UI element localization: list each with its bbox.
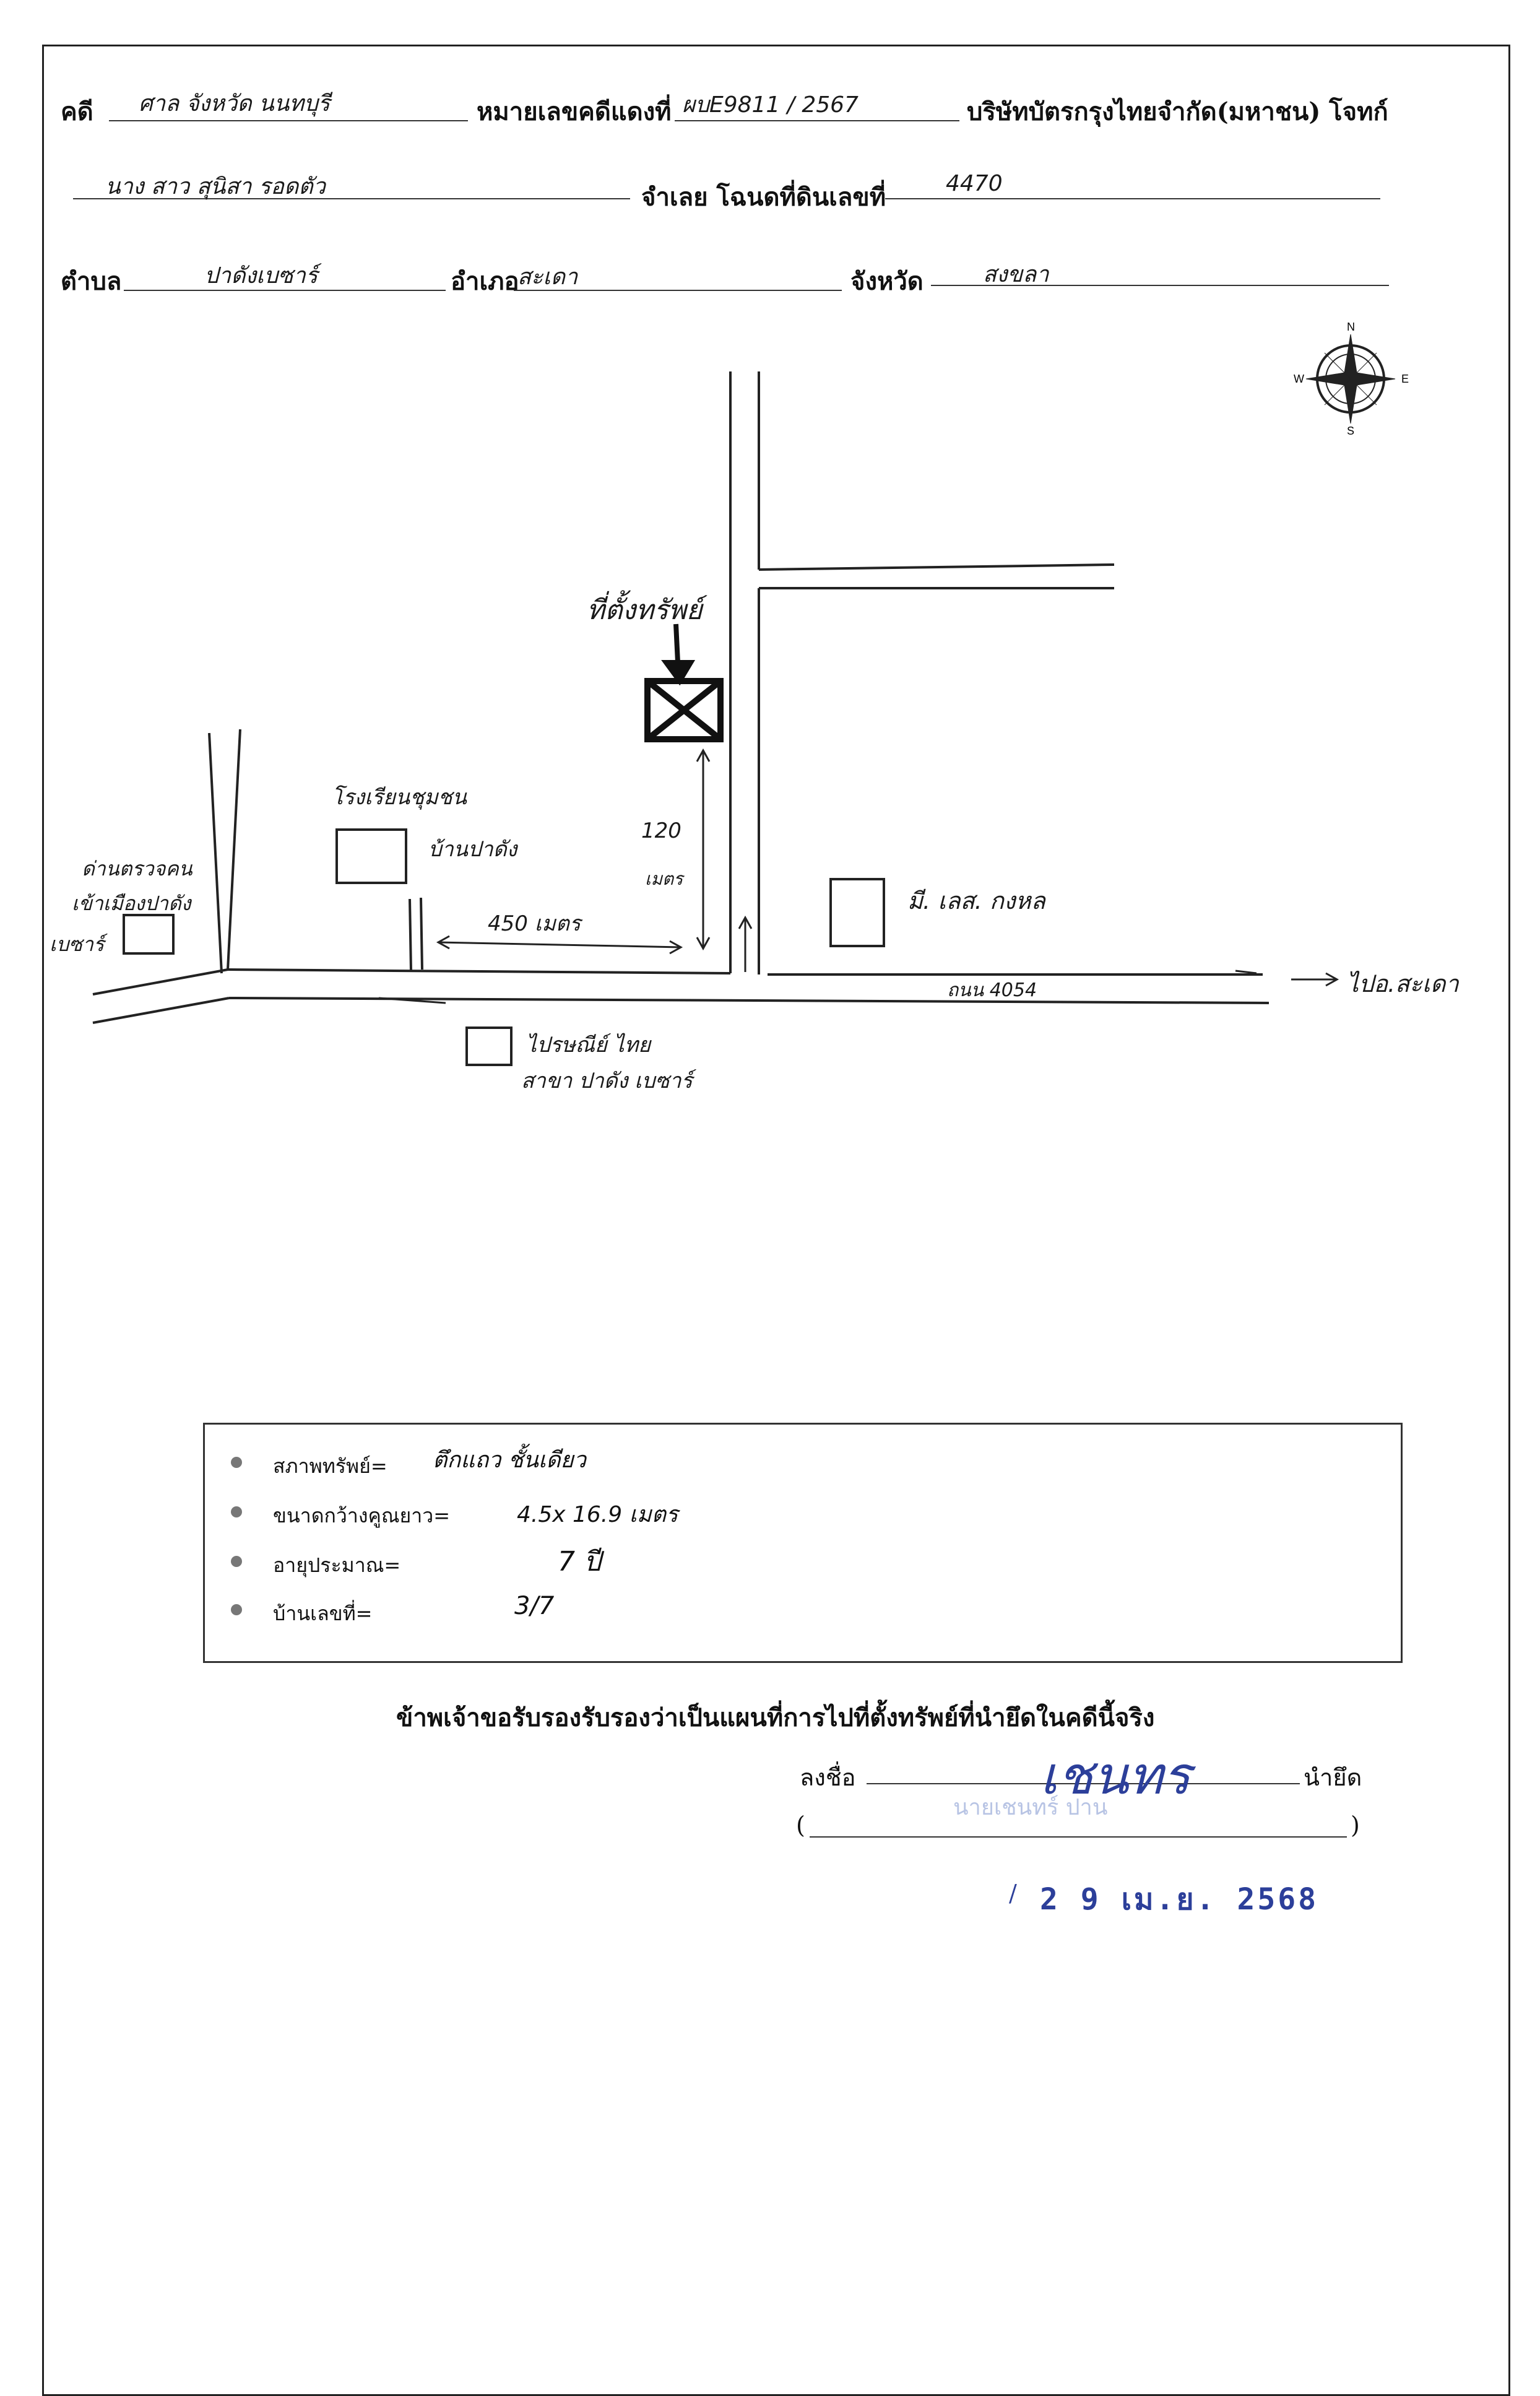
info-label: ขนาดกว้างคูณยาว= xyxy=(273,1504,451,1527)
distance-vertical-2: เมตร xyxy=(645,869,683,889)
district-underline xyxy=(514,290,842,291)
road-label: ถนน 4054 xyxy=(947,979,1037,1001)
info-row-condition: สภาพทรัพย์= xyxy=(231,1451,387,1482)
subdistrict-value: ปาดังเบซาร์ xyxy=(204,263,318,289)
district-value: สะเดา xyxy=(517,264,578,290)
defendant-value: นาง สาว สุนิสา รอดตัว xyxy=(105,174,326,199)
district-label: อำเภอ xyxy=(451,267,519,296)
info-label: อายุประมาณ= xyxy=(273,1553,401,1577)
date-stamp: 2 9 เม.ย. 2568 xyxy=(1040,1882,1319,1917)
deed-underline xyxy=(885,198,1380,199)
location-map: N S E W xyxy=(92,321,1409,1066)
red-case-value: ผบE9811 / 2567 xyxy=(682,92,859,118)
defendant-label: จำเลย โฉนดที่ดินเลขที่ xyxy=(641,183,886,212)
bullet-icon xyxy=(231,1506,242,1517)
defendant-underline xyxy=(73,198,630,199)
compass-icon xyxy=(1305,334,1396,424)
sign-role: นำยึด xyxy=(1304,1764,1362,1791)
subdistrict-underline xyxy=(124,290,446,291)
signature: เชนทร xyxy=(1040,1745,1191,1806)
school-label-2: บ้านปาดัง xyxy=(428,837,517,862)
school-label-1: โรงเรียนชุมชน xyxy=(332,785,467,810)
info-row-size: ขนาดกว้างคูณยาว= xyxy=(231,1500,451,1532)
date-prefix: / xyxy=(1009,1880,1017,1907)
plaintiff-text: บริษัทบัตรกรุงไทยจำกัด(มหาชน) โจทก์ xyxy=(967,97,1388,126)
case-label: คดี xyxy=(61,97,93,126)
info-value-condition: ตึกแถว ชั้นเดียว xyxy=(433,1448,586,1473)
case-value: ศาล จังหวัด นนทบุรี xyxy=(139,91,331,116)
bullet-icon xyxy=(231,1457,242,1468)
bottom-place-2: สาขา ปาดัง เบซาร์ xyxy=(521,1069,693,1093)
red-case-underline xyxy=(675,120,959,121)
province-underline xyxy=(931,285,1389,286)
right-building-icon xyxy=(829,878,885,947)
compass-n: N xyxy=(1347,321,1355,333)
road-arrow-up xyxy=(738,915,753,972)
distance-horizontal-label: 450 เมตร xyxy=(488,911,581,936)
certification-text: ข้าพเจ้าขอรับรองรับรองว่าเป็นแผนที่การไป… xyxy=(396,1703,1155,1732)
deed-value: 4470 xyxy=(946,171,1003,196)
compass-w: W xyxy=(1294,373,1304,385)
left-place-1: ด่านตรวจคน xyxy=(82,857,192,880)
province-label: จังหวัด xyxy=(850,267,924,296)
faded-stamp-name: นายเชนทร์ ปาน xyxy=(953,1795,1108,1820)
left-place-3: เบซาร์ xyxy=(50,932,105,956)
paren-close: ) xyxy=(1351,1812,1360,1839)
road-tick xyxy=(378,997,446,1004)
info-label: สภาพทรัพย์= xyxy=(273,1454,387,1478)
info-label: บ้านเลขที่= xyxy=(273,1602,373,1625)
info-value-age: 7 ปี xyxy=(558,1546,601,1578)
left-place-2: เข้าเมืองปาดัง xyxy=(72,892,191,915)
right-place: มี. เลส. กงหล xyxy=(907,887,1045,914)
bullet-icon xyxy=(231,1556,242,1567)
roads xyxy=(92,371,1270,1024)
signature-line xyxy=(867,1783,1300,1784)
bullet-icon xyxy=(231,1604,242,1615)
property-label: ที่ตั้งทรัพย์ xyxy=(587,594,703,626)
compass-s: S xyxy=(1347,425,1354,437)
info-value-size: 4.5x 16.9 เมตร xyxy=(517,1502,678,1527)
compass-e: E xyxy=(1401,373,1409,385)
info-row-age: อายุประมาณ= xyxy=(231,1550,401,1581)
direction-arrow-right xyxy=(1235,970,1339,987)
name-line xyxy=(810,1836,1347,1838)
bottom-place-1: ไปรษณีย์ ไทย xyxy=(526,1033,651,1057)
paren-open: ( xyxy=(796,1812,805,1839)
info-row-house-number: บ้านเลขที่= xyxy=(231,1598,373,1630)
direction-label: ไปอ.สะเดา xyxy=(1347,970,1459,997)
distance-horizontal-arrow xyxy=(436,935,683,955)
post-office-building-icon xyxy=(465,1027,513,1066)
property-marker-icon xyxy=(644,678,724,742)
subdistrict-label: ตำบล xyxy=(61,267,122,296)
checkpoint-building-icon xyxy=(123,914,175,955)
property-info-box: สภาพทรัพย์= ตึกแถว ชั้นเดียว ขนาดกว้างคู… xyxy=(203,1423,1403,1663)
distance-vertical-1: 120 xyxy=(641,818,681,843)
case-underline xyxy=(109,120,468,121)
red-case-label: หมายเลขคดีแดงที่ xyxy=(477,97,672,126)
school-building-icon xyxy=(335,828,407,884)
info-value-house-number: 3/7 xyxy=(514,1592,555,1620)
sign-label: ลงชื่อ xyxy=(800,1764,856,1791)
distance-vertical-arrow xyxy=(696,748,711,951)
arrow-down-icon xyxy=(661,623,696,686)
province-value: สงขลา xyxy=(983,262,1049,287)
